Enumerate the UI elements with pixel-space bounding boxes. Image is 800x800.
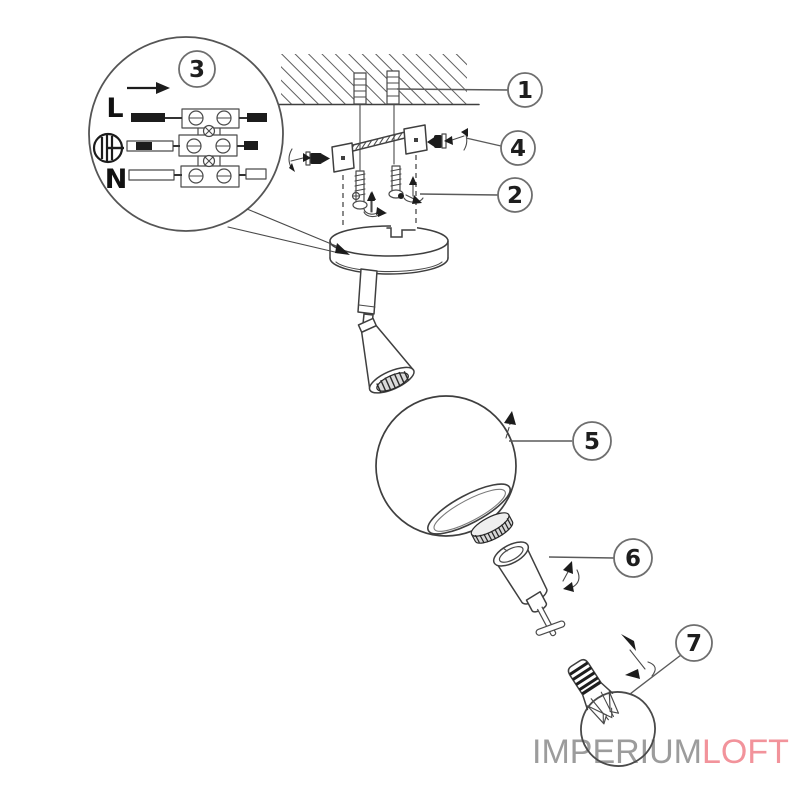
bulb-screw-base bbox=[567, 658, 602, 696]
mounting-bracket bbox=[331, 124, 428, 173]
terminal-screws bbox=[186, 110, 232, 184]
wall-plug-right bbox=[386, 70, 400, 105]
ceiling-hatch bbox=[268, 54, 480, 106]
t-pin-crossbar bbox=[535, 620, 566, 636]
wall-plug-left bbox=[353, 72, 367, 105]
callout-circle-7 bbox=[675, 624, 713, 662]
canopy-stem bbox=[357, 268, 378, 326]
bubble-tail-line-upper bbox=[246, 208, 342, 249]
bubble-tail-line-lower bbox=[227, 226, 340, 254]
leader-line-2 bbox=[419, 193, 499, 196]
wire-neutral-right bbox=[239, 168, 267, 180]
brand-watermark-accent: LOFT bbox=[702, 733, 789, 771]
terminal-block bbox=[178, 108, 240, 188]
wire-neutral-left bbox=[128, 169, 182, 181]
direction-arrow-icon-shade bbox=[504, 411, 516, 439]
rotate-arrow-icon-right-screw bbox=[444, 128, 468, 151]
callout-circle-4 bbox=[500, 130, 536, 166]
wire-live-left bbox=[131, 113, 182, 122]
wire-earth-right bbox=[237, 141, 258, 150]
ring-knurl-ribs bbox=[474, 517, 512, 544]
bulb-filament bbox=[586, 691, 620, 725]
cone-thread-ribs bbox=[376, 371, 409, 393]
callout-4-label: 4 bbox=[510, 136, 526, 162]
bulb-glass bbox=[580, 691, 656, 767]
rotate-arrow-icon-bulb bbox=[621, 634, 656, 679]
leader-line-6 bbox=[548, 556, 615, 559]
callout-3-label: 3 bbox=[189, 57, 205, 83]
cone-lamp-holder bbox=[357, 317, 415, 394]
wire-insert-arrow-icon bbox=[127, 82, 170, 94]
brand-watermark-primary: IMPERIUM bbox=[532, 733, 702, 771]
sphere-shade bbox=[375, 395, 517, 537]
shade-threaded-ring bbox=[470, 512, 514, 544]
leader-line-4 bbox=[465, 137, 502, 147]
callout-5-label: 5 bbox=[584, 429, 600, 455]
ceiling-canopy bbox=[329, 223, 449, 275]
earth-ground-icon bbox=[92, 132, 124, 164]
wire-earth-left bbox=[126, 140, 180, 152]
callout-circle-3 bbox=[178, 50, 216, 88]
callout-7-label: 7 bbox=[686, 631, 702, 657]
leader-line-7 bbox=[629, 654, 682, 695]
wire-live-right bbox=[239, 113, 267, 122]
rotate-arrow-icon-socket bbox=[562, 561, 580, 592]
canopy-fixing-icons bbox=[351, 191, 422, 215]
light-bulb bbox=[567, 658, 656, 767]
sphere-opening bbox=[427, 483, 511, 535]
callout-circle-2 bbox=[497, 177, 533, 213]
callout-1-label: 1 bbox=[517, 78, 533, 104]
canopy-keyhole-notch bbox=[386, 227, 416, 238]
rotate-arrow-icon-left-screw bbox=[288, 148, 311, 172]
canopy-notch-mask bbox=[391, 223, 417, 234]
callout-circle-6 bbox=[613, 538, 653, 578]
lamp-socket bbox=[492, 541, 566, 637]
callout-circle-5 bbox=[572, 421, 612, 461]
callout-circle-1 bbox=[507, 72, 543, 108]
callout-6-label: 6 bbox=[625, 546, 641, 572]
mounting-screw-left bbox=[352, 170, 368, 210]
neutral-wire-label: N bbox=[105, 164, 128, 195]
callout-2-label: 2 bbox=[507, 183, 523, 209]
leader-line-1 bbox=[396, 88, 509, 91]
brand-watermark: IMPERIUMLOFT bbox=[532, 735, 789, 769]
wiring-detail-bubble: 3 L N bbox=[88, 36, 350, 255]
live-wire-label: L bbox=[106, 93, 123, 124]
bubble-tail-arrowhead bbox=[335, 243, 350, 255]
terminal-cross-screws bbox=[202, 124, 216, 168]
bracket-screw-right bbox=[427, 133, 447, 149]
bulb-thread-bands bbox=[569, 661, 602, 696]
